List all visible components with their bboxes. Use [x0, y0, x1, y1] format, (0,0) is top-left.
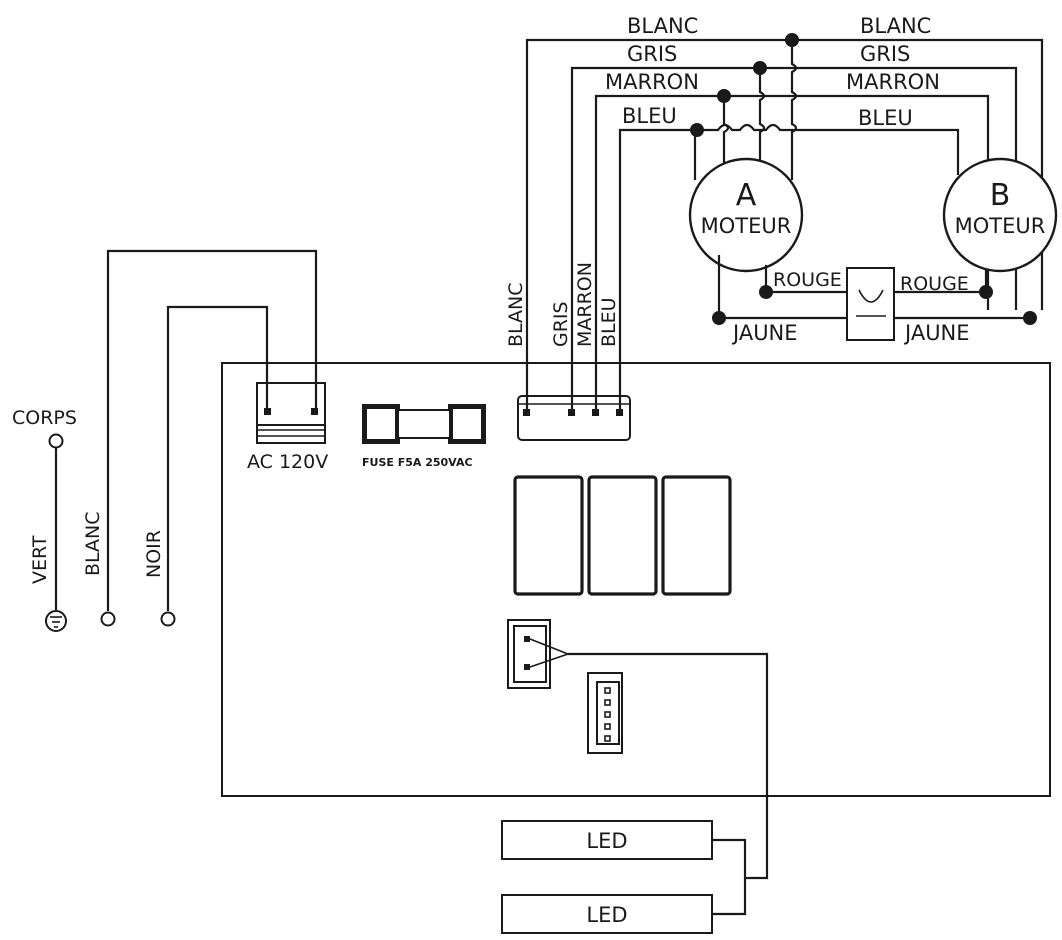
supply-blanc-label: BLANC: [82, 511, 104, 576]
motor-a-letter: A: [736, 178, 757, 213]
motor-b-label: MOTEUR: [955, 214, 1046, 238]
junction-bleu: [690, 123, 704, 137]
junction-blanc: [785, 33, 799, 47]
motor-bleu-wire-a: [618, 128, 695, 410]
junction-marron: [717, 89, 731, 103]
ground-wire: [45, 433, 67, 632]
supply-blanc-wire: [106, 249, 318, 611]
led-wire-branch: [712, 838, 747, 916]
motor-b: B MOTEUR: [942, 157, 1058, 273]
rouge-label-right: ROUGE: [900, 273, 969, 295]
marron-label-vertical: MARRON: [574, 262, 596, 347]
blanc-drop-a: [790, 40, 798, 180]
led-connector: [507, 619, 569, 689]
blanc-label-right: BLANC: [860, 14, 931, 38]
bleu-label-vertical: BLEU: [598, 297, 620, 347]
relay-1: [513, 475, 584, 596]
noir-terminal: [160, 611, 176, 627]
led-2-label: LED: [586, 903, 627, 927]
blanc-label-vertical: BLANC: [505, 282, 527, 347]
junction-rouge-left: [759, 285, 773, 299]
junction-rouge-right: [979, 285, 993, 299]
marron-label-left: MARRON: [605, 70, 699, 94]
motor-a: A MOTEUR: [688, 157, 804, 273]
motor-b-letter: B: [990, 178, 1011, 213]
bleu-label-right: BLEU: [858, 106, 913, 130]
bleu-hops: [695, 123, 800, 132]
supply-noir-label: NOIR: [143, 530, 165, 578]
ac-input-label: AC 120V: [247, 451, 328, 473]
relay-2: [587, 475, 658, 596]
junction-jaune-right: [1023, 311, 1037, 325]
fuse: [362, 404, 486, 444]
motor-blanc-wire: [525, 38, 1044, 410]
supply-noir-wire: [166, 305, 269, 611]
motor-a-label: MOTEUR: [701, 214, 792, 238]
motor-connector: [517, 395, 631, 441]
motor-bleu-wire-b: [800, 128, 960, 175]
control-connector: [587, 672, 623, 754]
gris-label-left: GRIS: [627, 42, 677, 66]
fuse-label: FUSE F5A 250VAC: [362, 456, 473, 469]
gris-drop-a: [758, 68, 766, 170]
rouge-label-left: ROUGE: [773, 269, 842, 291]
gris-label-vertical: GRIS: [550, 301, 572, 347]
relay-3: [661, 475, 732, 596]
led-1-label: LED: [586, 829, 627, 853]
blanc-label-left: BLANC: [627, 14, 698, 38]
corps-label: CORPS: [12, 407, 77, 429]
bleu-label-left: BLEU: [622, 104, 677, 128]
blanc-terminal: [100, 611, 116, 627]
jaune-label-right: JAUNE: [903, 321, 970, 345]
vert-label: VERT: [29, 535, 51, 584]
ac-terminal-block: [256, 382, 326, 444]
capacitor: [846, 267, 895, 341]
junction-gris: [753, 61, 767, 75]
jaune-label-left: JAUNE: [731, 321, 798, 345]
led-strip-2: LED: [501, 894, 713, 934]
junction-jaune-left: [712, 311, 726, 325]
led-strip-1: LED: [501, 820, 713, 860]
led-wire-main: [568, 652, 769, 880]
marron-label-right: MARRON: [846, 70, 940, 94]
marron-drop-a: [722, 96, 730, 165]
gris-label-right: GRIS: [860, 42, 910, 66]
